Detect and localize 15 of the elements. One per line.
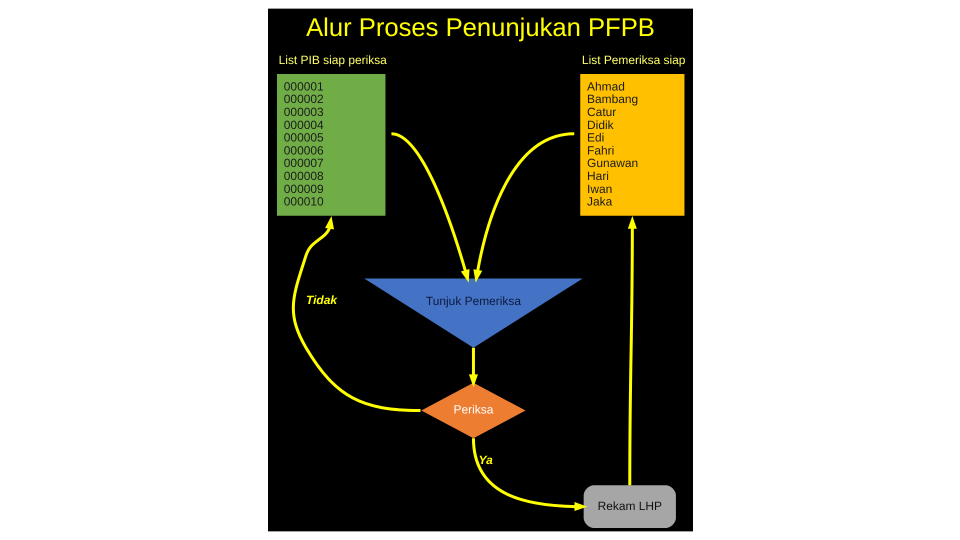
- node-diamond: Periksa: [420, 382, 526, 438]
- arrow: [472, 132, 574, 283]
- arrow: [471, 438, 587, 512]
- diagram-title: Alur Proses Penunjukan PFPB: [306, 14, 654, 42]
- arrow: [468, 348, 478, 388]
- node-box: 000001 000002 000003 000004 000005 000006 000007 000008 000009 000010: [276, 74, 385, 216]
- node-label: List PIB siap periksa: [278, 52, 386, 67]
- arrow: [291, 216, 420, 412]
- node-label: List Pemeriksa siap: [581, 52, 685, 67]
- edge-label: Ya: [478, 453, 492, 468]
- node-box: Rekam LHP: [583, 485, 676, 528]
- node-box: Ahmad Bambang Catur Didik Edi Fahri Gunawan Hari Iwan Jaka: [580, 74, 684, 216]
- arrow: [390, 132, 469, 283]
- arrow: [627, 216, 636, 486]
- edge-label: Tidak: [306, 292, 336, 307]
